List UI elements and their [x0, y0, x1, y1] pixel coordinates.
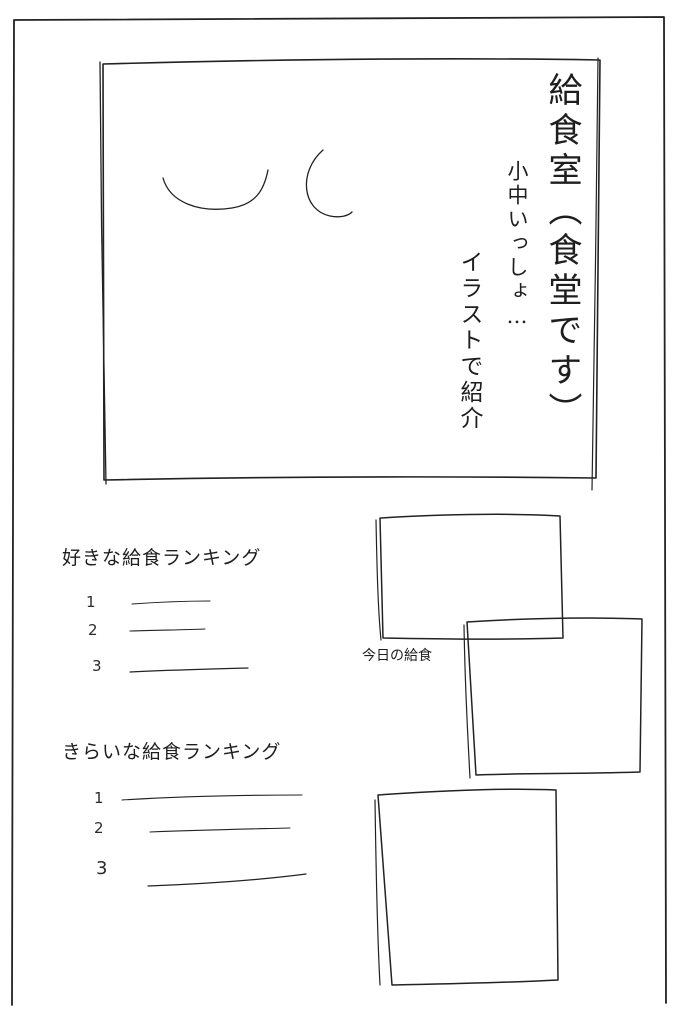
- disliked-rank-2: 2: [94, 819, 104, 837]
- page-border: [11, 16, 667, 1006]
- favorite-ranking-title: 好きな給食ランキング: [62, 547, 262, 569]
- image-placeholder-middle: [466, 617, 643, 776]
- hero-title: 給食室（食堂です）: [542, 72, 582, 432]
- sketch-curve-right: [305, 149, 353, 218]
- favorite-rank-1: 1: [86, 593, 96, 611]
- favorite-rank-2: 2: [88, 621, 98, 639]
- hero-frame: [102, 57, 601, 481]
- favorite-rank-3: 3: [92, 657, 102, 675]
- disliked-rank-1: 1: [94, 789, 104, 807]
- image-placeholder-top: [379, 513, 564, 640]
- favorite-line-3: [129, 667, 249, 673]
- image-placeholder-bottom: [377, 788, 559, 986]
- hero-illustration-note: イラストで紹介: [456, 250, 482, 432]
- favorite-line-1: [131, 600, 211, 605]
- favorite-line-2: [129, 628, 206, 632]
- today-lunch-label: 今日の給食: [362, 648, 432, 664]
- hero-note: 小中いっしょ…: [505, 160, 529, 331]
- sketch-curve-left: [162, 169, 269, 210]
- disliked-line-2: [149, 827, 291, 833]
- disliked-ranking-title: きらいな給食ランキング: [62, 741, 282, 763]
- disliked-line-1: [121, 794, 303, 801]
- disliked-rank-3: 3: [96, 858, 108, 879]
- disliked-line-3: [147, 873, 307, 887]
